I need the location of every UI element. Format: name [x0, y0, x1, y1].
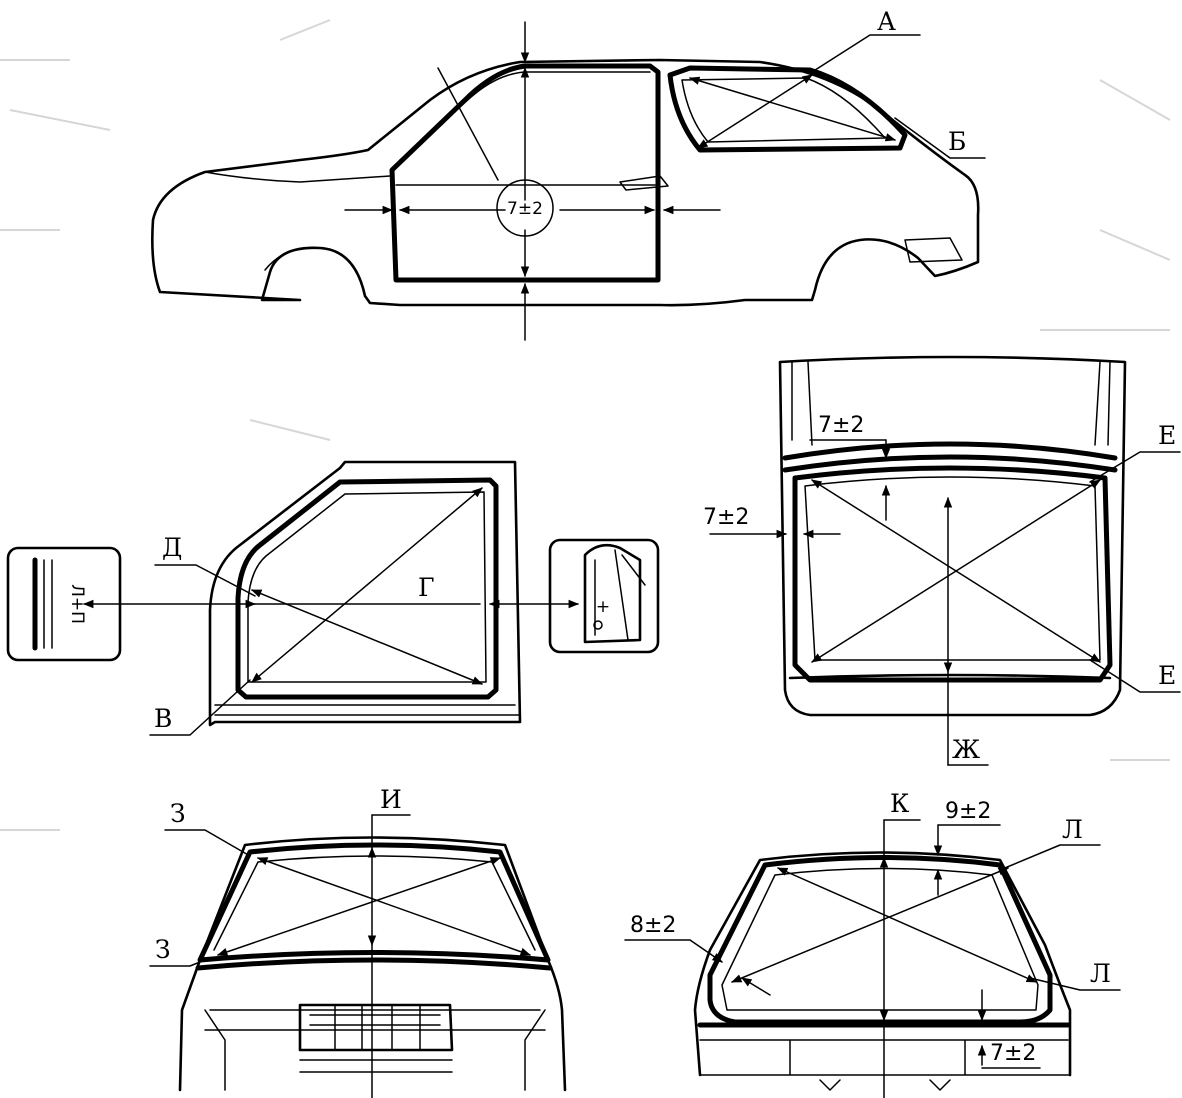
label-v: В	[154, 704, 172, 733]
label-b: Б	[948, 127, 966, 156]
front-wheel-arch	[264, 246, 321, 271]
rear-bumper-detail	[904, 237, 963, 263]
windshield-frame-outer	[778, 355, 1127, 717]
label-a: А	[877, 7, 896, 36]
door-frame-outer	[208, 460, 522, 727]
body-outline	[151, 58, 980, 307]
detail-inset-left: Л+П	[6, 546, 122, 662]
side-view: 7±2 А Б	[151, 7, 986, 341]
dimension-windshield-side: 7±2	[703, 505, 749, 530]
label-g: Г	[418, 573, 435, 602]
label-i: И	[380, 785, 402, 814]
label-d: Д	[162, 533, 182, 562]
dimension-rear-side: 8±2	[630, 913, 676, 938]
door-frame-inner	[235, 477, 499, 700]
dimension-windshield-top: 7±2	[818, 413, 864, 438]
rear-view-right: К 9±2 8±2 7±2 Л Л	[624, 789, 1121, 1098]
label-e-top: Е	[1158, 421, 1176, 450]
dimension-rear-bottom: 7±2	[990, 1041, 1036, 1066]
rear-right-glass	[707, 855, 1053, 1025]
label-l-top: Л	[1062, 815, 1083, 844]
body-inner-line	[204, 171, 391, 183]
label-e-bottom: Е	[1158, 661, 1176, 690]
rear-right-outer	[693, 851, 1072, 1077]
background-ghost	[0, 19, 1171, 831]
label-zh: Ж	[952, 735, 980, 764]
label-z-top: З	[170, 799, 186, 828]
rear-view-left: И З З	[149, 785, 567, 1098]
rear-side-window	[667, 65, 908, 153]
detail-text-left: Л+П	[67, 584, 87, 624]
dimension-rear-top: 9±2	[945, 799, 991, 824]
dimension-side-circle: 7±2	[507, 199, 543, 219]
label-l-bottom: Л	[1090, 959, 1111, 988]
detail-text-right: +	[596, 597, 610, 617]
windshield-roof-edge	[782, 441, 1118, 461]
door-opening	[389, 63, 661, 283]
label-z-bottom: З	[155, 935, 171, 964]
label-k: К	[890, 789, 910, 818]
windshield-opening	[792, 465, 1113, 683]
dimension-circle	[496, 179, 554, 237]
detail-inset-right: +	[548, 538, 660, 654]
door-handle	[619, 175, 669, 191]
windshield-view: Ж 7±2 7±2 Е Е	[703, 355, 1181, 766]
door-opening-view: Г Д В Л+П +	[6, 460, 660, 736]
